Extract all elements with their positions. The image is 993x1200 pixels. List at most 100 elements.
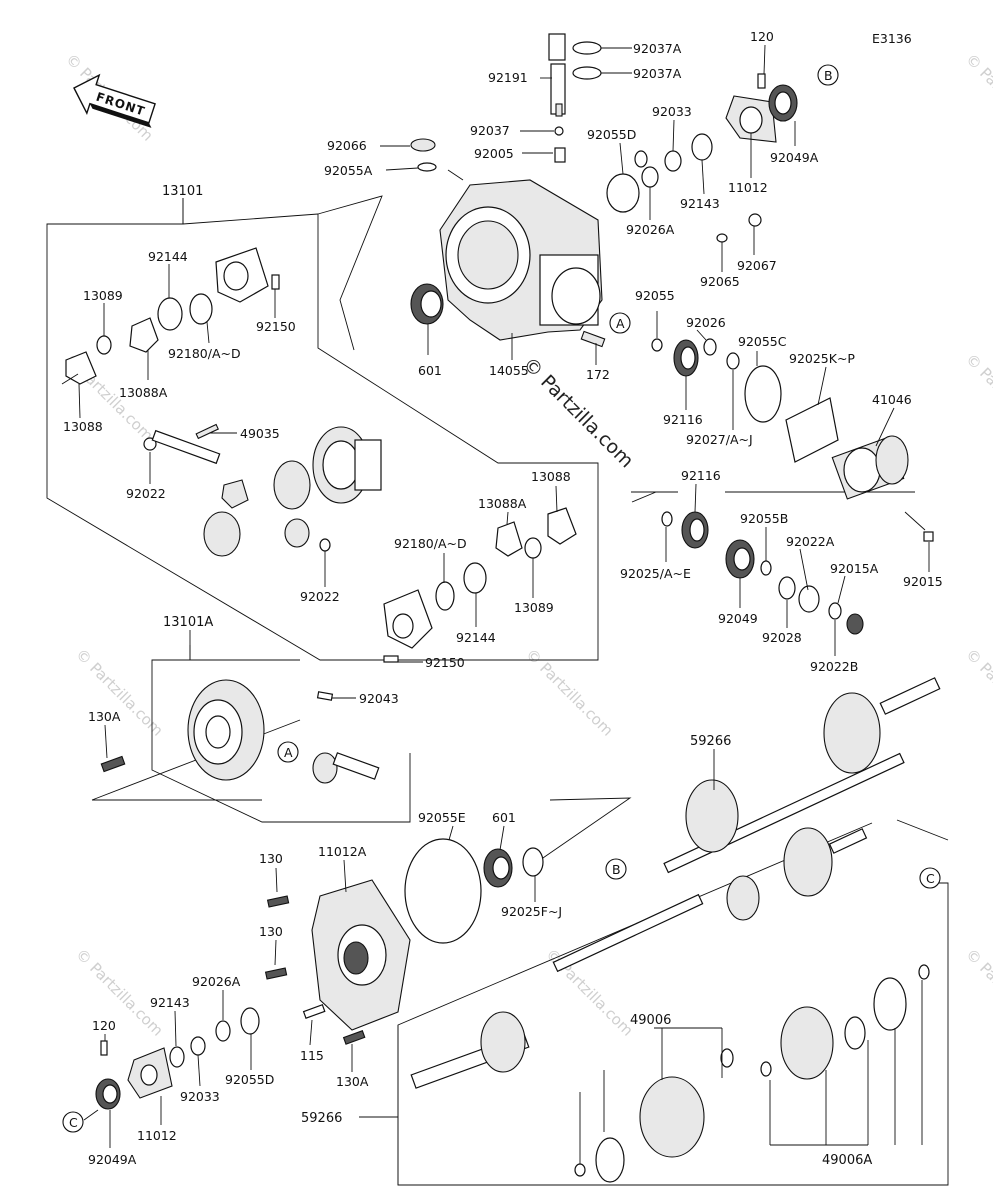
part-number: 92015A [830,561,879,576]
part-number: 13088 [531,469,571,484]
watermark: © Partzilla.com [962,645,993,740]
part-number: 92144 [148,249,188,264]
part-number: 92043 [359,691,399,706]
part-number: 92022B [810,659,858,674]
part-number: 92180/A~D [394,536,467,551]
part-number: 92065 [700,274,740,289]
part-number: 92116 [681,468,721,483]
part-number: 92027/A~J [686,432,753,447]
diagram-code: E3136 [872,31,912,46]
part-labels: 92037A 92037A 120 92191 92037 92055D 920… [63,29,943,1168]
part-number: 14055 [489,363,529,378]
watermark: © Partzilla.com [542,945,637,1040]
part-number: 92143 [150,995,190,1010]
drive-shaft-icon [663,677,941,874]
part-number: 13088A [478,496,527,511]
part-number: 92150 [256,319,296,334]
ref-letter-b: B [824,68,833,83]
part-number: 13101 [162,184,203,199]
part-number: 92037A [633,66,682,81]
part-number: 92049 [718,611,758,626]
ref-letter-c: C [926,871,935,886]
part-number: 92025/A~E [620,566,691,581]
vent-tube-icon [548,33,566,61]
part-number: 92055 [635,288,675,303]
part-number: 11012 [728,180,768,195]
part-number: 92191 [488,70,528,85]
part-number: 92005 [474,146,514,161]
part-number: 92015 [903,574,943,589]
watermark: © Partzilla.com [72,945,167,1040]
part-number: 92116 [663,412,703,427]
part-number: 92055A [324,163,373,178]
part-number: 92143 [680,196,720,211]
part-number: 92055D [225,1072,274,1087]
part-number: 49035 [240,426,280,441]
part-number: 120 [750,29,774,44]
ring-gear-icon [187,679,265,781]
part-number: 49006A [822,1153,872,1168]
ref-letter-a: A [616,316,625,331]
clamp-icon [572,41,602,55]
part-number: 13089 [514,600,554,615]
watermark: © Partzilla.com [962,350,993,445]
ref-circle-b [605,858,627,880]
part-number: 92180/A~D [168,346,241,361]
watermark: © Partzilla.com [962,50,993,145]
ref-circle-a [609,312,631,334]
housing-icon [439,179,603,341]
part-number: 601 [492,810,516,825]
part-number: 92144 [456,630,496,645]
lock-washer-icon [798,585,820,613]
part-number: 92055D [587,127,636,142]
bevel-gear-icon [221,479,249,509]
part-number: 172 [586,367,610,382]
part-number: 13088 [63,419,103,434]
part-number: 92026A [192,974,241,989]
center-watermark: © Partzilla.com [518,353,637,472]
part-number: 92037A [633,41,682,56]
part-number: 120 [92,1018,116,1033]
part-number: 59266 [301,1111,342,1126]
part-number: 92049A [770,150,819,165]
part-number: 92037 [470,123,510,138]
part-number: 92049A [88,1152,137,1167]
watermark: © Partzilla.com [72,645,167,740]
ref-circle-a [277,741,299,763]
part-number: 92022 [126,486,166,501]
part-number: 130 [259,851,283,866]
ref-circle-c [62,1111,84,1133]
gasket-icon [785,397,839,463]
part-number: 130 [259,924,283,939]
part-number: 41046 [872,392,912,407]
part-number: 92025K~P [789,351,855,366]
part-number: 49006 [630,1013,671,1028]
ref-letter-a: A [284,745,293,760]
part-number: 13089 [83,288,123,303]
part-number: 92067 [737,258,777,273]
ref-letter-c: C [69,1115,78,1130]
diff-case-icon [312,426,382,504]
part-number: 92028 [762,630,802,645]
ref-circle-b [817,64,839,86]
clamp-icon [572,66,602,80]
part-number: 92022 [300,589,340,604]
part-number: 59266 [690,734,731,749]
part-number: 13088A [119,385,168,400]
part-number: 92055C [738,334,787,349]
ref-circle-c [919,867,941,889]
part-number: 92055E [418,810,466,825]
drive-shaft-assembly-icon [410,827,930,1183]
part-number: 11012 [137,1128,177,1143]
part-number: 92150 [425,655,465,670]
part-number: 11012A [318,844,367,859]
part-number: 130A [336,1074,369,1089]
gear-case-cover-icon [311,879,411,1031]
watermark: © Partzilla.com [962,945,993,1040]
part-number: 130A [88,709,121,724]
part-number: 115 [300,1048,324,1063]
watermark: © Partzilla.com [522,645,617,740]
part-number: 92026A [626,222,675,237]
part-number: 92033 [652,104,692,119]
part-number: 601 [418,363,442,378]
